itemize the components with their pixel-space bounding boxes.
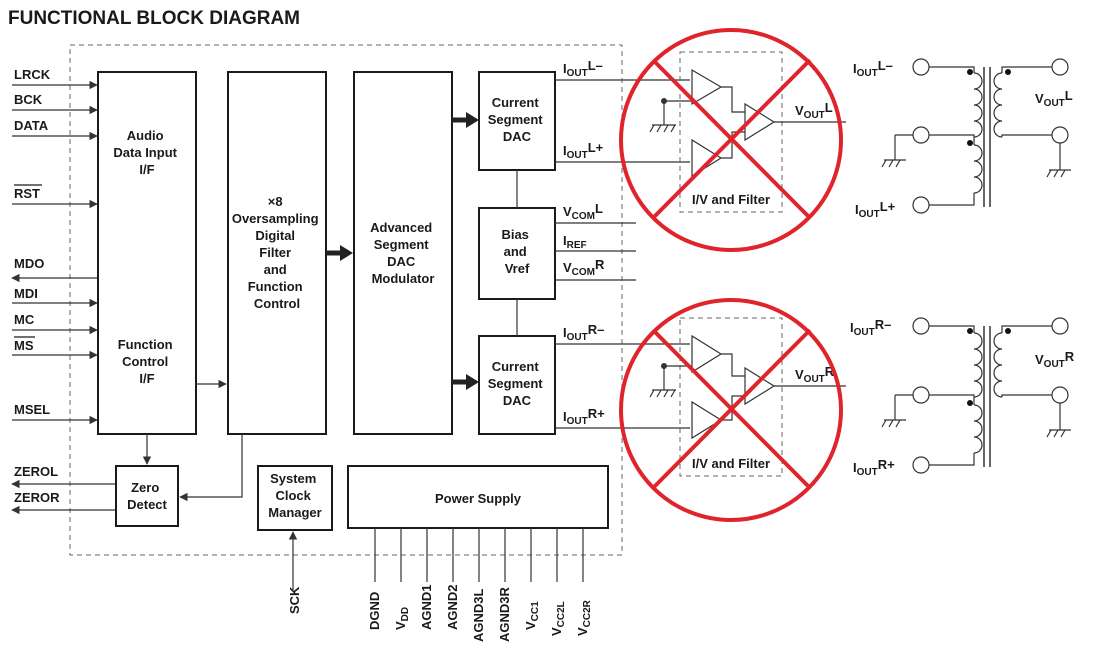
pin-sck: SCK	[287, 586, 302, 614]
trafo-ioutl-plus-label: IOUTL+	[855, 199, 896, 220]
iv-filter-left: I/V and Filter	[649, 51, 846, 213]
clock-manager-block	[257, 465, 333, 531]
voutr-inner-label: VOUTR	[795, 364, 835, 385]
internal-connections	[142, 170, 518, 590]
strike-right	[619, 298, 843, 522]
clock-manager-label: System Clock Manager	[268, 471, 321, 520]
filter-left-label: I/V and Filter	[692, 192, 770, 207]
ioutr-minus-label: IOUTR–	[563, 322, 604, 343]
pin-dgnd: DGND	[367, 592, 382, 630]
pin-mdi: MDI	[14, 286, 38, 301]
pin-vcc2r: VCC2R	[575, 599, 593, 636]
left-pins	[11, 80, 116, 515]
transformer-right	[881, 317, 1071, 474]
zero-detect-label: Zero Detect	[127, 480, 167, 512]
zero-detect-block	[115, 465, 179, 527]
ioutl-minus-label: IOUTL–	[563, 58, 603, 79]
bus-arrows	[326, 112, 479, 390]
trafo-ioutr-plus-label: IOUTR+	[853, 457, 895, 478]
filter-right-label: I/V and Filter	[692, 456, 770, 471]
pin-bck: BCK	[14, 92, 43, 107]
dac-left-block	[478, 71, 556, 171]
iv-filter-right: I/V and Filter	[649, 317, 846, 477]
pin-agnd3l: AGND3L	[471, 588, 486, 642]
vcoml-label: VCOML	[563, 201, 603, 222]
trafo-voutr-label: VOUTR	[1035, 349, 1075, 370]
oversampling-block	[227, 71, 327, 435]
trafo-voutl-label: VOUTL	[1035, 88, 1073, 109]
ioutl-plus-label: IOUTL+	[563, 140, 604, 161]
pin-zerol: ZEROL	[14, 464, 58, 479]
pin-msel: MSEL	[14, 402, 50, 417]
pin-lrck: LRCK	[14, 67, 51, 82]
dac-right-label: Current Segment DAC	[488, 359, 547, 408]
audio-input-label: Audio Data Input I/F	[113, 128, 180, 177]
function-control-label: Function Control I/F	[118, 337, 177, 386]
pin-agnd2: AGND2	[445, 584, 460, 630]
pin-zeror: ZEROR	[14, 490, 60, 505]
trafo-ioutr-minus-label: IOUTR–	[850, 317, 891, 338]
left-pin-labels: LRCK BCK DATA RST MDO MDI MC MS MSEL ZER…	[14, 67, 60, 505]
interface-block	[97, 71, 197, 435]
pin-rst: RST	[14, 186, 40, 201]
pin-ms: MS	[14, 338, 34, 353]
pin-vcc1: VCC1	[523, 601, 541, 630]
pin-mc: MC	[14, 312, 35, 327]
strike-left	[619, 28, 843, 252]
bias-label: Bias and Vref	[501, 227, 532, 276]
modulator-label: Advanced Segment DAC Modulator	[370, 220, 436, 286]
trafo-ioutl-minus-label: IOUTL–	[853, 58, 893, 79]
pin-vdd: VDD	[393, 607, 411, 630]
transformer-left	[881, 58, 1071, 214]
pin-mdo: MDO	[14, 256, 44, 271]
diagram-title: FUNCTIONAL BLOCK DIAGRAM	[8, 8, 300, 29]
pin-vcc2l: VCC2L	[549, 601, 567, 636]
dac-left-label: Current Segment DAC	[488, 95, 547, 144]
power-pins	[374, 528, 584, 582]
dac-right-block	[478, 335, 556, 435]
power-supply-label: Power Supply	[435, 491, 522, 506]
vcomr-label: VCOMR	[563, 257, 605, 278]
ioutr-plus-label: IOUTR+	[563, 406, 605, 427]
pin-agnd3r: AGND3R	[497, 586, 512, 642]
iref-label: IREF	[563, 233, 587, 251]
pin-data: DATA	[14, 118, 49, 133]
modulator-block	[353, 71, 453, 435]
pin-agnd1: AGND1	[419, 584, 434, 630]
oversampling-label: ×8 Oversampling Digital Filter and Funct…	[232, 194, 322, 311]
voutl-label: VOUTL	[795, 100, 833, 121]
power-supply-block	[347, 465, 609, 529]
